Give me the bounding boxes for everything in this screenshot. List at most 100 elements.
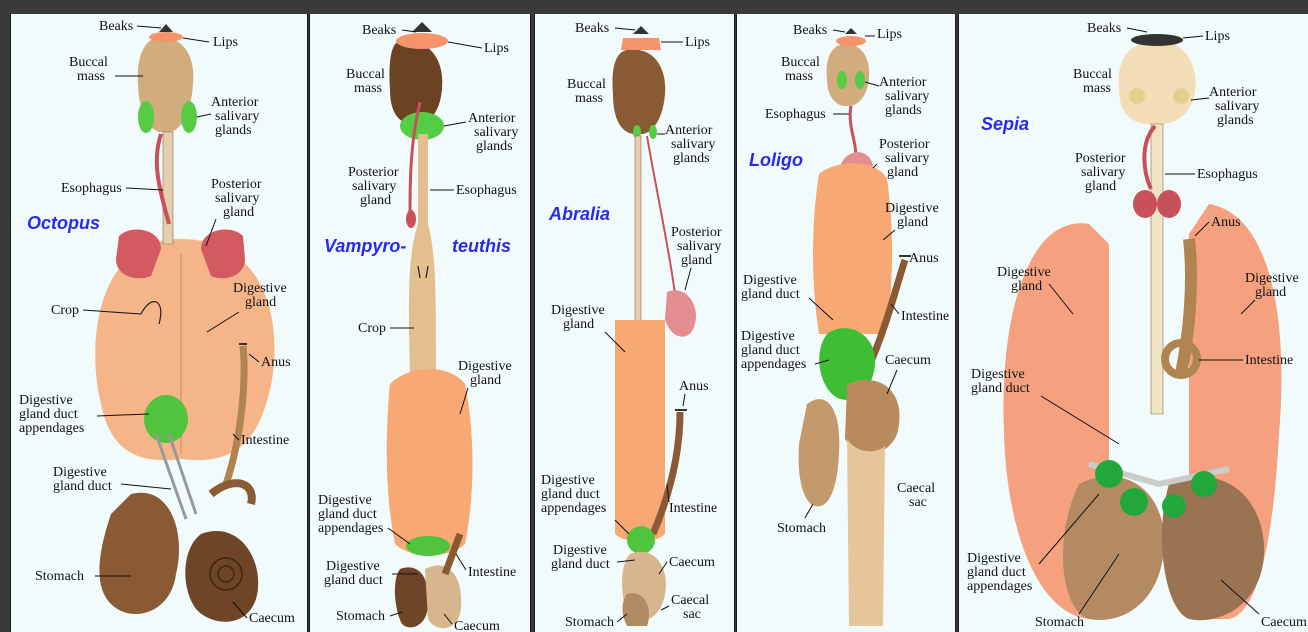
label-buccal: Buccal — [69, 55, 108, 70]
label-salivary: salivary — [671, 137, 715, 152]
stomach-shape — [799, 399, 840, 506]
label-posterior-gland: gland — [360, 193, 391, 208]
species-name-octopus: Octopus — [27, 213, 100, 233]
label-posterior-gland: gland — [223, 205, 254, 220]
label-anterior: Anterior — [211, 95, 259, 110]
buccal-mass-shape — [613, 50, 666, 134]
label-salivary: salivary — [215, 109, 259, 124]
label-dgda-2: gland duct — [541, 487, 600, 502]
label-beaks: Beaks — [362, 23, 396, 38]
label-sac: sac — [909, 495, 927, 510]
label-posterior: Posterior — [348, 165, 399, 180]
label-caecum: Caecum — [249, 611, 295, 626]
label-dgda-2: gland duct — [19, 407, 78, 422]
digestive-gland-duct-appendages — [1095, 460, 1123, 488]
label-sac: sac — [683, 607, 701, 622]
label-posterior: Posterior — [879, 137, 930, 152]
label-stomach: Stomach — [336, 609, 385, 624]
stomach-shape — [395, 567, 428, 627]
digestive-gland-shape — [615, 320, 665, 542]
label-dgda-1: Digestive — [19, 393, 73, 408]
label-beaks: Beaks — [575, 21, 609, 36]
label-posterior-gland: gland — [1085, 179, 1116, 194]
panel-abralia: Abralia Beaks Lips Buccal mass Anterior … — [534, 14, 735, 632]
label-caecum: Caecum — [885, 353, 931, 368]
label-digestive-gland-2: gland — [897, 215, 928, 230]
anterior-salivary-gland-left — [1129, 88, 1145, 104]
label-crop: Crop — [51, 303, 79, 318]
label-posterior-salivary: salivary — [677, 239, 721, 254]
label-stomach: Stomach — [1035, 615, 1084, 630]
label-glands: glands — [215, 123, 252, 138]
caecum-shape — [845, 380, 900, 453]
caecum-shape — [185, 531, 258, 622]
label-digestive-gland-left: Digestive — [997, 265, 1051, 280]
label-stomach: Stomach — [777, 521, 826, 536]
species-name-teuthis: teuthis — [452, 236, 511, 256]
label-salivary: salivary — [474, 125, 518, 140]
label-intestine: Intestine — [669, 501, 717, 516]
label-caecum: Caecum — [454, 619, 500, 632]
posterior-salivary-gland-right — [1157, 190, 1181, 218]
label-dgda-1: Digestive — [967, 551, 1021, 566]
stomach-shape — [1063, 476, 1164, 620]
label-glands: glands — [673, 151, 710, 166]
label-glands: glands — [885, 103, 922, 118]
vampyroteuthis-diagram: Vampyro- teuthis Beaks Lips Buccal mass … — [310, 14, 530, 632]
label-anterior: Anterior — [468, 111, 516, 126]
anterior-salivary-gland-right — [1173, 88, 1189, 104]
label-posterior-salivary: salivary — [885, 151, 929, 166]
label-lips: Lips — [213, 35, 238, 50]
label-caecal: Caecal — [671, 593, 709, 608]
label-lips: Lips — [1205, 29, 1230, 44]
label-anus: Anus — [261, 355, 291, 370]
label-posterior-gland: gland — [681, 253, 712, 268]
label-mass: mass — [575, 91, 603, 106]
label-dgd-2: gland duct — [53, 479, 112, 494]
label-posterior: Posterior — [671, 225, 722, 240]
buccal-mass-shape — [1119, 41, 1196, 124]
species-name-sepia: Sepia — [981, 114, 1029, 134]
label-digestive-gland: Digestive — [885, 201, 939, 216]
label-posterior-salivary: salivary — [1081, 165, 1125, 180]
loligo-diagram: Loligo Beaks Lips Buccal mass Anterior s… — [737, 14, 955, 632]
panel-vampyroteuthis: Vampyro- teuthis Beaks Lips Buccal mass … — [309, 14, 531, 632]
label-intestine: Intestine — [901, 309, 949, 324]
panel-sepia: Sepia Beaks Lips Buccal mass Anterior sa… — [958, 14, 1308, 632]
label-lips: Lips — [877, 27, 902, 42]
label-posterior-salivary: salivary — [215, 191, 259, 206]
label-dgda-2: gland duct — [318, 507, 377, 522]
label-dgd-2: gland duct — [551, 557, 610, 572]
label-caecal: Caecal — [897, 481, 935, 496]
digestive-gland-duct-appendages — [406, 536, 450, 556]
anterior-salivary-gland-left — [837, 71, 847, 89]
label-esophagus: Esophagus — [765, 107, 826, 122]
label-dgda-3: appendages — [541, 501, 606, 516]
label-intestine: Intestine — [468, 565, 516, 580]
label-dgda-3: appendages — [967, 579, 1032, 594]
label-digestive-gland-left-2: gland — [1011, 279, 1042, 294]
anterior-salivary-gland-right — [855, 71, 865, 89]
label-digestive-gland: Digestive — [551, 303, 605, 318]
panel-octopus: Octopus Beaks Lips Buccal mass Anterior … — [10, 14, 308, 632]
panel-loligo: Loligo Beaks Lips Buccal mass Anterior s… — [736, 14, 956, 632]
label-digestive-gland-right-2: gland — [1255, 285, 1286, 300]
label-mass: mass — [354, 81, 382, 96]
label-caecum: Caecum — [669, 555, 715, 570]
label-posterior: Posterior — [1075, 151, 1126, 166]
label-mass: mass — [77, 69, 105, 84]
anterior-salivary-gland-right — [181, 101, 197, 133]
label-glands: glands — [1217, 113, 1254, 128]
species-name-vampyro: Vampyro- — [324, 236, 406, 256]
posterior-salivary-gland — [406, 210, 416, 228]
label-dgd-1: Digestive — [743, 273, 797, 288]
label-dgd-1: Digestive — [971, 367, 1025, 382]
label-caecum: Caecum — [1261, 615, 1307, 630]
abralia-diagram: Abralia Beaks Lips Buccal mass Anterior … — [535, 14, 734, 632]
label-dgd-1: Digestive — [53, 465, 107, 480]
caecal-sac-shape — [847, 439, 885, 626]
label-dgda-3: appendages — [19, 421, 84, 436]
label-beaks: Beaks — [99, 19, 133, 34]
label-buccal: Buccal — [346, 67, 385, 82]
label-crop: Crop — [358, 321, 386, 336]
